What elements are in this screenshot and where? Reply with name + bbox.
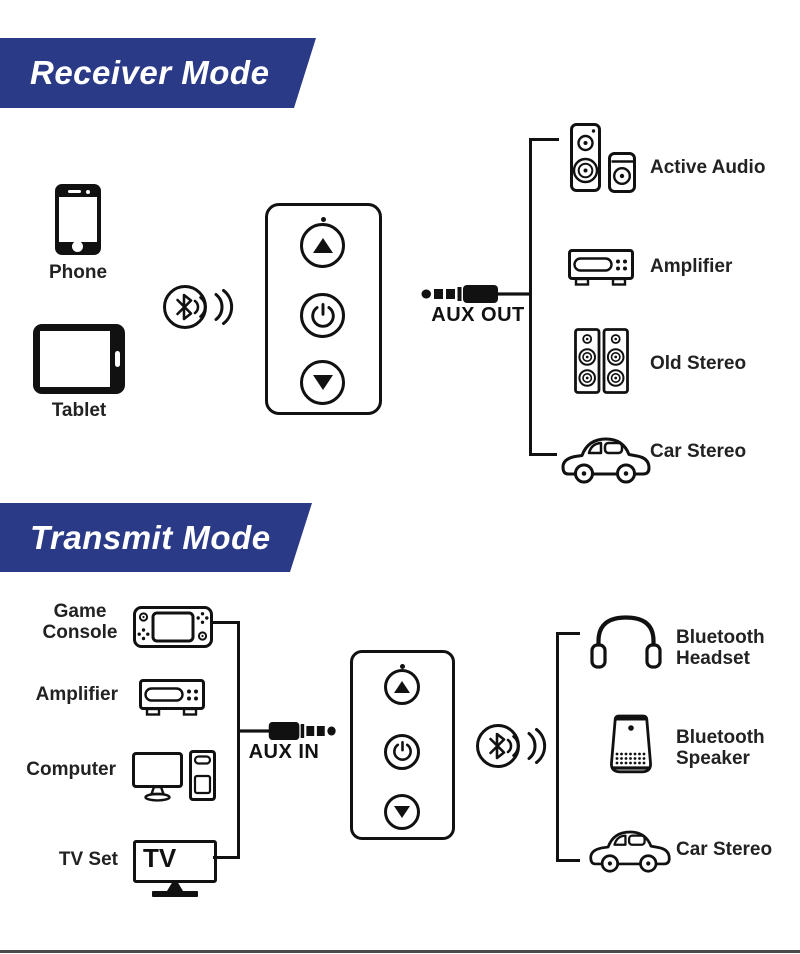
receiver-branch-bottom (529, 453, 557, 456)
transmit-mode-title: Transmit Mode (30, 518, 271, 556)
transmit-mode-banner: Transmit Mode (0, 503, 312, 572)
receiver-bus-line (529, 138, 532, 456)
receiver-branch-top (529, 138, 559, 141)
transmit-branch-top (213, 621, 239, 624)
game-console-label: Game Console (42, 601, 118, 643)
receiver-mode-banner: Receiver Mode (0, 38, 316, 108)
tv-set-label: TV Set (58, 849, 118, 870)
amplifier-label: Amplifier (650, 256, 733, 277)
car-stereo-label-2: Car Stereo (676, 839, 773, 860)
transmit-bus-line (237, 621, 240, 859)
aux-out-label: AUX OUT (431, 304, 525, 326)
computer-icon (132, 750, 216, 802)
phone-label: Phone (48, 262, 108, 283)
volume-down-button (300, 360, 345, 405)
bottom-divider-bar (0, 950, 800, 953)
bluetooth-headset-label: Bluetooth Headset (676, 627, 765, 669)
power-icon-2 (392, 741, 412, 761)
car-icon-2 (588, 820, 672, 875)
down-arrow-icon-2 (394, 805, 410, 818)
led-indicator-2 (400, 663, 405, 669)
receiver-mode-title: Receiver Mode (30, 54, 270, 91)
amplifier-source-label: Amplifier (35, 684, 118, 705)
car-icon (560, 426, 652, 486)
output-branch-top (556, 632, 580, 635)
old-stereo-icon (574, 328, 629, 394)
volume-down-button-2 (384, 793, 420, 830)
power-button-2 (384, 733, 420, 770)
tablet-label: Tablet (51, 400, 107, 421)
bluetooth-speaker-label: Bluetooth Speaker (676, 727, 765, 769)
aux-plug-icon (420, 279, 532, 309)
tablet-icon (33, 324, 125, 394)
active-audio-speakers-icon (570, 123, 636, 193)
transmit-branch-bottom (213, 856, 239, 859)
bluetooth-speaker-icon (608, 714, 654, 774)
led-indicator (320, 216, 326, 222)
output-bus-line (556, 632, 559, 862)
up-arrow-icon-2 (394, 680, 410, 693)
aux-in-plug-icon (239, 716, 337, 746)
power-icon (310, 302, 335, 328)
up-arrow-icon (312, 238, 333, 253)
tv-icon: TV (133, 840, 217, 897)
headphones-icon (590, 610, 662, 670)
down-arrow-icon (312, 375, 333, 390)
bluetooth-adapter-device (265, 203, 382, 415)
game-console-icon (133, 606, 213, 648)
car-stereo-label: Car Stereo (650, 441, 747, 462)
amplifier-source-icon (139, 679, 205, 717)
amplifier-icon (568, 249, 634, 287)
power-button (300, 293, 345, 338)
old-stereo-label: Old Stereo (650, 353, 747, 374)
phone-icon (55, 184, 101, 255)
volume-up-button (300, 223, 345, 268)
bluetooth-adapter-device-2 (350, 650, 455, 840)
volume-up-button-2 (384, 668, 420, 705)
computer-label: Computer (26, 759, 116, 780)
output-branch-bottom (556, 859, 580, 862)
tv-screen-text: TV (143, 843, 177, 873)
active-audio-label: Active Audio (650, 157, 766, 178)
bluetooth-signal-icon-2 (473, 720, 553, 772)
aux-in-label: AUX IN (248, 741, 320, 763)
bluetooth-signal-icon (160, 281, 240, 333)
